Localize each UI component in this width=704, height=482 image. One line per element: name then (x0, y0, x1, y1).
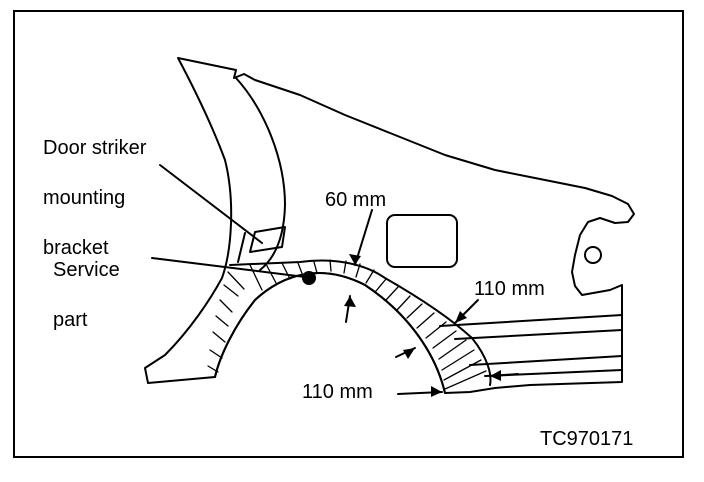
arrowhead-60-top (349, 254, 361, 265)
character-line-2 (454, 329, 623, 340)
service-part-label-line1: Service (53, 259, 120, 281)
arrowheads (344, 254, 501, 397)
service-part-leader (151, 257, 306, 278)
arrowhead-110r-right (490, 370, 501, 381)
bracket-trim-line (237, 232, 246, 263)
figure-frame (13, 10, 684, 458)
character-line-1 (439, 314, 623, 327)
arrowhead-110b-top (403, 348, 415, 359)
service-part-inner-edge (214, 272, 446, 394)
door-striker-label-line2: mounting (43, 187, 126, 209)
door-opening-edge (235, 77, 286, 271)
service-part-hatching (207, 259, 487, 390)
dim-110-right-label: 110 mm (474, 278, 545, 300)
arrowhead-60-bottom (344, 296, 356, 307)
dim-110-bottom-label: 110 mm (302, 381, 373, 403)
arrowhead-110b-right (431, 386, 442, 397)
door-striker-bracket (249, 226, 286, 253)
door-striker-leader (159, 164, 263, 244)
door-striker-label-line3: bracket (43, 237, 109, 259)
lamp-hole (584, 246, 602, 264)
door-striker-label-line1: Door striker (43, 137, 147, 159)
figure-code: TC970171 (540, 428, 634, 450)
service-part-label-line2: part (53, 309, 88, 331)
dim-60-label: 60 mm (325, 189, 387, 211)
service-part-marker (302, 271, 316, 285)
fuel-filler-door (386, 214, 458, 268)
door-striker-label: Door striker mounting bracket (43, 111, 146, 286)
arrowhead-110r-top (455, 311, 467, 323)
panel-outline (144, 57, 635, 394)
service-part-outer-edge (229, 259, 492, 386)
character-line-3 (469, 355, 623, 366)
service-part-label: Service part (53, 233, 120, 358)
